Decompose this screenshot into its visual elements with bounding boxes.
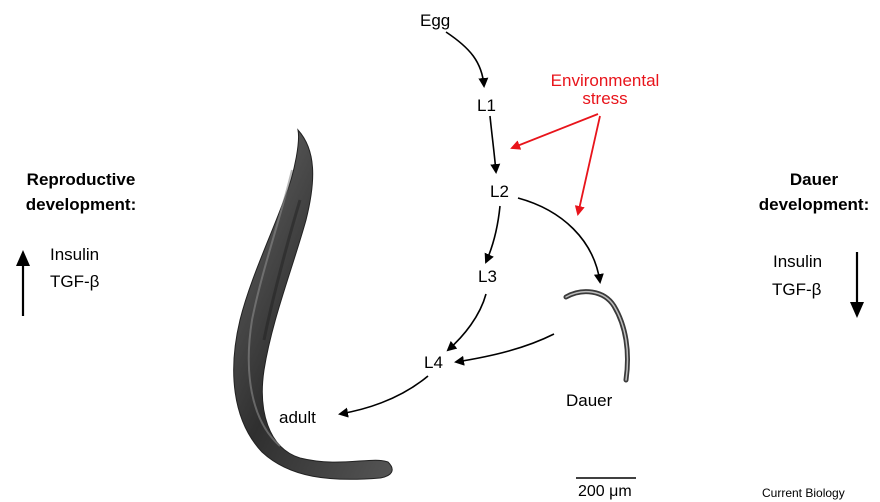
reproductive-title-line2: development: bbox=[2, 196, 160, 213]
dauer-factor-tgfb: TGF-β bbox=[772, 281, 821, 298]
reproductive-factor-tgfb: TGF-β bbox=[50, 273, 99, 290]
stage-l1: L1 bbox=[477, 97, 496, 114]
stage-dauer: Dauer bbox=[566, 392, 612, 409]
stress-label-line1: Environmental bbox=[538, 72, 672, 89]
stress-label-line2: stress bbox=[538, 90, 672, 107]
stage-l3: L3 bbox=[478, 268, 497, 285]
arrow-l4-to-adult bbox=[340, 376, 428, 414]
dauer-factor-insulin: Insulin bbox=[773, 253, 822, 270]
arrow-l2-to-l3 bbox=[486, 206, 500, 262]
stage-l4: L4 bbox=[424, 354, 443, 371]
arrow-l1-to-l2 bbox=[490, 116, 496, 172]
credit-text: Current Biology bbox=[762, 487, 845, 499]
reproductive-factor-insulin: Insulin bbox=[50, 246, 99, 263]
scale-bar-label: 200 μm bbox=[578, 484, 632, 500]
stress-arrow-to-l2-dauer bbox=[578, 116, 600, 214]
stage-l2: L2 bbox=[490, 183, 509, 200]
arrow-l2-to-dauer bbox=[518, 198, 600, 282]
arrow-dauer-to-l4 bbox=[456, 334, 554, 362]
stage-adult: adult bbox=[279, 409, 316, 426]
dauer-title-line2: development: bbox=[748, 196, 880, 213]
down-arrow-icon bbox=[850, 252, 864, 318]
up-arrow-icon bbox=[16, 250, 30, 316]
arrow-egg-to-l1 bbox=[446, 32, 484, 86]
stage-egg: Egg bbox=[420, 12, 450, 29]
stress-arrows bbox=[512, 114, 600, 214]
reproductive-title-line1: Reproductive bbox=[2, 171, 160, 188]
dauer-worm-image bbox=[566, 292, 628, 380]
dauer-title-line1: Dauer bbox=[748, 171, 880, 188]
arrow-l3-to-l4 bbox=[448, 294, 486, 350]
stress-arrow-to-l1-l2 bbox=[512, 114, 598, 148]
